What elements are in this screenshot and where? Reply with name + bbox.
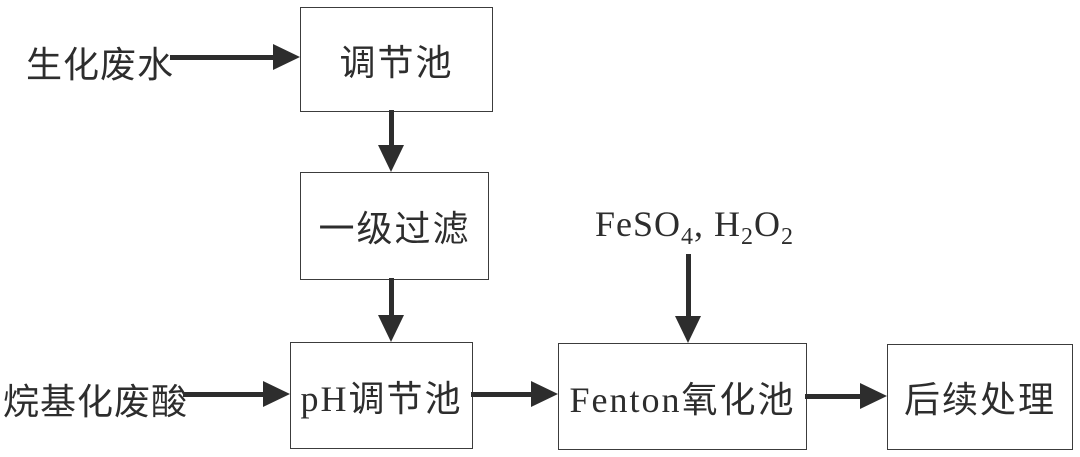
node-label: 后续处理 bbox=[903, 380, 1056, 420]
arrow-shaft bbox=[471, 391, 531, 397]
arrow-reagents-to-fenton-tank bbox=[675, 254, 701, 343]
node-label: 调节池 bbox=[339, 42, 454, 83]
arrow-shaft bbox=[388, 110, 394, 145]
arrow-shaft bbox=[388, 278, 394, 315]
arrow-biochemical-wastewater-to-regulating-tank bbox=[170, 44, 300, 70]
node-label: 一级过滤 bbox=[318, 209, 471, 249]
arrow-head-down-icon bbox=[675, 316, 701, 343]
arrow-fenton-tank-to-subsequent-treatment bbox=[805, 383, 887, 409]
arrow-ph-adjust-tank-to-fenton-tank bbox=[471, 381, 558, 407]
reagent-text-part: O bbox=[754, 204, 782, 244]
node-label: pH调节池 bbox=[300, 378, 463, 419]
arrow-shaft bbox=[805, 393, 860, 399]
arrow-shaft bbox=[685, 254, 691, 316]
reagent-subscript: 2 bbox=[741, 224, 755, 250]
node-ph-adjust-tank: pH调节池 bbox=[290, 342, 473, 449]
reagent-text-part: , H bbox=[694, 204, 742, 244]
arrow-shaft bbox=[183, 391, 263, 397]
reagent-text-part: FeSO bbox=[595, 204, 682, 244]
node-label: Fenton氧化池 bbox=[569, 379, 796, 420]
arrow-primary-filtration-to-ph-adjust-tank bbox=[378, 278, 404, 342]
reagent-subscript: 2 bbox=[781, 224, 795, 250]
arrow-head-right-icon bbox=[860, 383, 887, 409]
arrow-head-right-icon bbox=[531, 381, 558, 407]
arrow-alkylation-waste-acid-to-ph-adjust-tank bbox=[183, 381, 290, 407]
arrow-shaft bbox=[170, 54, 273, 60]
node-regulating-tank: 调节池 bbox=[300, 7, 493, 112]
node-primary-filtration: 一级过滤 bbox=[300, 172, 489, 280]
arrow-head-down-icon bbox=[378, 145, 404, 172]
arrow-head-right-icon bbox=[273, 44, 300, 70]
reagent-subscript: 4 bbox=[681, 224, 695, 250]
arrow-regulating-tank-to-primary-filtration bbox=[378, 110, 404, 172]
arrow-head-down-icon bbox=[378, 315, 404, 342]
node-subsequent-treatment: 后续处理 bbox=[887, 344, 1073, 450]
arrow-head-right-icon bbox=[263, 381, 290, 407]
label-biochemical-wastewater: 生化废水 bbox=[26, 45, 175, 85]
label-alkylation-waste-acid: 烷基化废酸 bbox=[3, 382, 189, 422]
label-reagents-feso4-h2o2: FeSO4, H2O2 bbox=[595, 203, 794, 249]
node-fenton-oxidation-tank: Fenton氧化池 bbox=[558, 343, 807, 450]
